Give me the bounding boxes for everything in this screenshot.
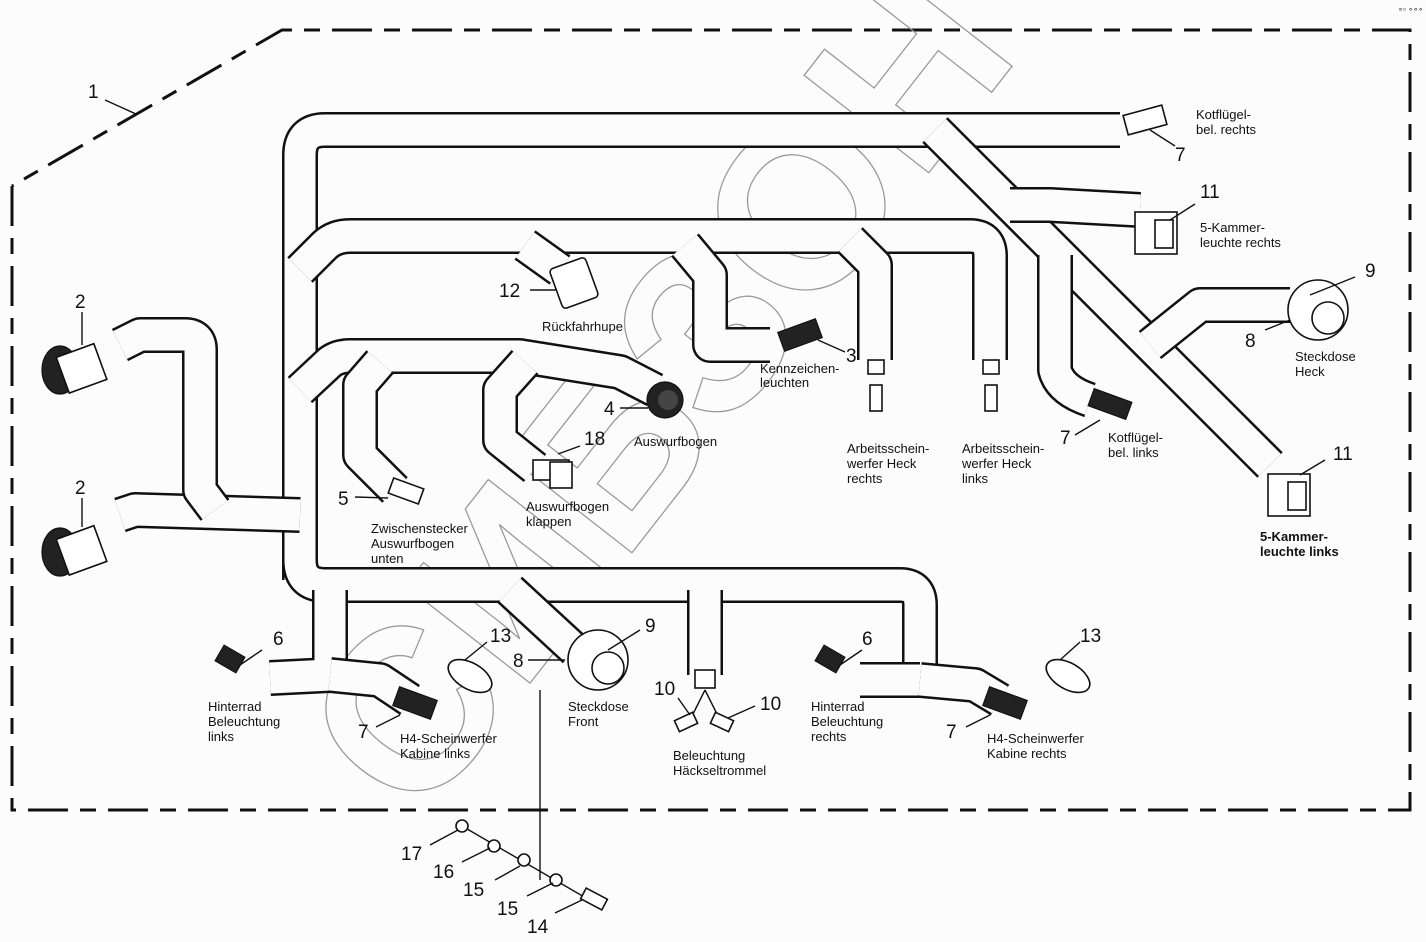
connector-7-kotfluegel-links[interactable] [1087, 387, 1133, 421]
work-light-connector-rechts[interactable] [867, 359, 885, 412]
headlight-13-rechts[interactable] [1041, 653, 1096, 700]
label-5kammer-rechts: 5-Kammer-leuchte rechts [1200, 220, 1281, 250]
callout-17[interactable]: 17 [401, 844, 422, 865]
hardware-stack [455, 690, 609, 912]
lamp-11-links[interactable] [1267, 473, 1311, 517]
callout-7c[interactable]: 7 [358, 722, 369, 743]
label-5kammer-links: 5-Kammer-leuchte links [1260, 529, 1339, 559]
socket-8-9-heck[interactable] [1287, 279, 1349, 341]
callout-12[interactable]: 12 [499, 281, 520, 302]
connector-3-kennzeichen[interactable] [777, 317, 823, 353]
callout-13a[interactable]: 13 [490, 626, 511, 647]
connector-7-kotfluegel-rechts[interactable] [1122, 104, 1168, 136]
callout-4[interactable]: 4 [604, 399, 615, 420]
label-auswurfbogen: Auswurfbogen [634, 434, 717, 449]
connector-18-klappen[interactable] [532, 459, 573, 489]
work-light-connector-links[interactable] [982, 359, 1000, 412]
connector-6-right[interactable] [814, 644, 846, 674]
callout-14[interactable]: 14 [527, 917, 549, 938]
callout-9a[interactable]: 9 [1365, 261, 1376, 282]
label-rueckfahrhupe: Rückfahrhupe [542, 319, 623, 334]
label-kennzeichen: Kennzeichen-leuchten [760, 361, 840, 390]
connector-2-upper[interactable] [41, 342, 108, 395]
connector-7-h4-links[interactable] [392, 685, 438, 721]
callout-16[interactable]: 16 [433, 862, 454, 883]
label-kotfluegel-links: Kotflügel-bel. links [1108, 430, 1163, 460]
assembly-boundary [10, 28, 1412, 812]
callout-8a[interactable]: 8 [1245, 331, 1256, 352]
horn-12-rueckfahrhupe[interactable] [549, 257, 599, 309]
callout-18[interactable]: 18 [584, 429, 605, 450]
headlight-13-links[interactable] [443, 653, 498, 700]
callout-11a[interactable]: 11 [1200, 182, 1220, 203]
callout-5[interactable]: 5 [338, 489, 349, 510]
callout-7a[interactable]: 7 [1175, 145, 1186, 166]
callout-3[interactable]: 3 [846, 346, 857, 367]
callout-9b[interactable]: 9 [645, 616, 656, 637]
connector-10-pair[interactable] [673, 669, 735, 733]
connector-6-left[interactable] [214, 644, 246, 674]
callout-15b[interactable]: 15 [497, 899, 518, 920]
connector-7-h4-rechts[interactable] [982, 685, 1028, 721]
label-kotfluegel-rechts: Kotflügel-bel. rechts [1196, 107, 1256, 137]
connector-5-zwischenstecker[interactable] [387, 476, 425, 506]
harness-trunks [111, 112, 1290, 716]
part-labels: Kennzeichen-leuchten Auswurfbogen Zwisch… [208, 107, 1356, 778]
callout-8b[interactable]: 8 [513, 651, 524, 672]
callout-10a[interactable]: 10 [654, 679, 675, 700]
callout-numbers: 1 2 2 3 4 5 6 6 7 7 7 7 8 8 9 9 10 10 11… [75, 82, 1376, 938]
callout-2b[interactable]: 2 [75, 478, 86, 499]
corner-marks: ∘▫ ∘∘∘ [1398, 5, 1423, 14]
callout-6a[interactable]: 6 [273, 629, 284, 650]
callout-2a[interactable]: 2 [75, 292, 86, 313]
callout-1[interactable]: 1 [88, 82, 99, 103]
callout-11b[interactable]: 11 [1333, 444, 1353, 465]
callout-13b[interactable]: 13 [1080, 626, 1101, 647]
callout-7d[interactable]: 7 [946, 722, 957, 743]
lamp-11-rechts[interactable] [1134, 211, 1178, 255]
callout-6b[interactable]: 6 [862, 629, 873, 650]
leader-lines [81, 99, 1356, 914]
connector-4-auswurfbogen[interactable] [646, 381, 684, 419]
socket-8-9-front[interactable] [567, 629, 629, 691]
callout-7b[interactable]: 7 [1060, 428, 1071, 449]
connector-2-lower[interactable] [41, 524, 108, 577]
callout-10b[interactable]: 10 [760, 694, 781, 715]
callout-15a[interactable]: 15 [463, 880, 484, 901]
